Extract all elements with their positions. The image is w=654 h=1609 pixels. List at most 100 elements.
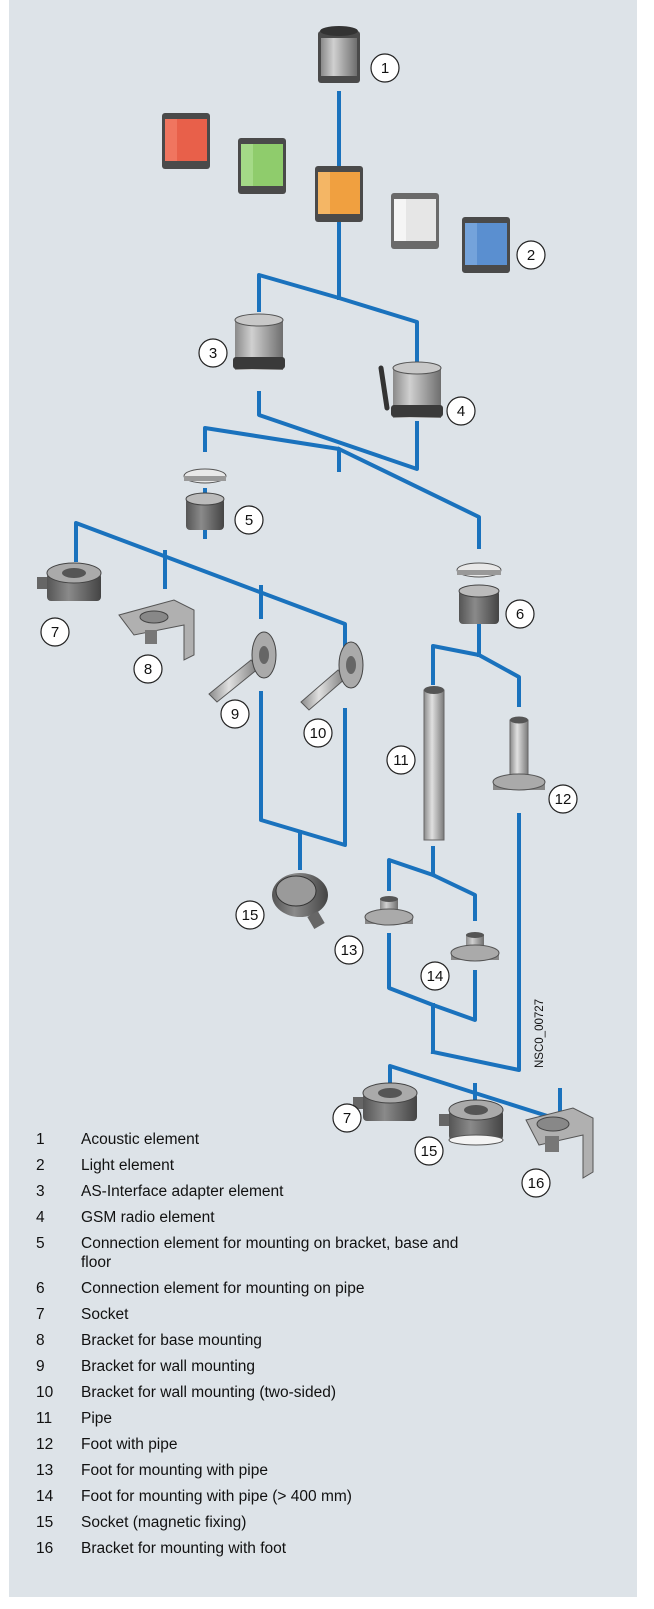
svg-text:10: 10: [310, 725, 327, 742]
legend-number: 5: [36, 1235, 45, 1252]
legend-text: Foot for mounting with pipe (> 400 mm): [81, 1488, 352, 1505]
badge-6: 6: [505, 599, 535, 629]
legend-item: 1 Acoustic element: [36, 1130, 466, 1149]
badge-10: 10: [303, 718, 333, 748]
legend-number: 15: [36, 1514, 54, 1531]
legend-number: 1: [36, 1131, 45, 1148]
socket-upper: [37, 562, 102, 601]
svg-text:2: 2: [527, 247, 535, 264]
legend-text: Bracket for base mounting: [81, 1332, 262, 1349]
bracket-base: [118, 599, 195, 661]
connector-lines: [74, 91, 562, 1122]
bracket-mounting-foot: [525, 1107, 594, 1179]
svg-text:8: 8: [144, 661, 152, 678]
badge-16: 16: [521, 1168, 551, 1198]
badge-8: 8: [133, 654, 163, 684]
diagram-panel: NSC0_00727 1 2 3 4 5 6 7 8 9 10 11 12 15…: [9, 0, 637, 1597]
connection-element-bracket: [183, 468, 227, 530]
legend-item: 5 Connection element for mounting on brac…: [36, 1234, 466, 1272]
legend-text: Connection element for mounting on pipe: [81, 1280, 365, 1297]
badge-9: 9: [220, 699, 250, 729]
foot-with-pipe: [492, 716, 546, 791]
badge-12: 12: [548, 784, 578, 814]
legend-text: Bracket for mounting with foot: [81, 1540, 287, 1557]
legend-text: Foot for mounting with pipe: [81, 1462, 268, 1479]
legend-text: Pipe: [81, 1410, 113, 1427]
svg-text:15: 15: [242, 907, 259, 924]
legend-number: 7: [36, 1306, 45, 1323]
badge-15-upper: 15: [235, 900, 265, 930]
light-element-blue: [462, 217, 510, 273]
legend-number: 16: [36, 1540, 54, 1557]
bracket-wall: [208, 631, 277, 703]
legend-number: 3: [36, 1183, 45, 1200]
legend-number: 2: [36, 1157, 45, 1174]
svg-text:14: 14: [427, 968, 444, 985]
as-interface-adapter: [233, 313, 285, 370]
foot-mounting-pipe-long: [450, 932, 500, 962]
badge-7-upper: 7: [40, 617, 70, 647]
legend-item: 7 Socket: [36, 1305, 466, 1324]
legend-number: 8: [36, 1332, 45, 1349]
pipe: [423, 686, 445, 841]
badge-4: 4: [446, 396, 476, 426]
legend-number: 9: [36, 1358, 45, 1375]
legend-number: 12: [36, 1436, 54, 1453]
legend-text: Bracket for wall mounting: [81, 1358, 256, 1375]
legend-item: 10 Bracket for wall mounting (two-sided): [36, 1383, 466, 1402]
acoustic-element: [318, 26, 360, 83]
light-element-green: [238, 138, 286, 194]
legend-text: Foot with pipe: [81, 1436, 178, 1453]
svg-text:9: 9: [231, 706, 239, 723]
gsm-radio-element: [378, 361, 443, 418]
badge-13: 13: [334, 935, 364, 965]
badge-3: 3: [198, 338, 228, 368]
svg-text:4: 4: [457, 403, 465, 420]
legend-number: 6: [36, 1280, 45, 1297]
svg-text:7: 7: [343, 1110, 351, 1127]
legend-text: Bracket for wall mounting (two-sided): [81, 1384, 336, 1401]
legend-text: Socket: [81, 1306, 129, 1323]
svg-text:15: 15: [421, 1143, 438, 1160]
svg-text:7: 7: [51, 624, 59, 641]
legend-text: AS-Interface adapter element: [81, 1183, 284, 1200]
legend-item: 11 Pipe: [36, 1409, 466, 1428]
legend-item: 9 Bracket for wall mounting: [36, 1357, 466, 1376]
svg-text:16: 16: [528, 1175, 545, 1192]
parts-legend: 1 Acoustic element 2 Light element 3 AS-Int…: [36, 1130, 466, 1565]
legend-item: 13 Foot for mounting with pipe: [36, 1461, 466, 1480]
legend-item: 8 Bracket for base mounting: [36, 1331, 466, 1350]
badge-14: 14: [420, 961, 450, 991]
legend-text: Connection element for mounting on brack…: [81, 1235, 459, 1271]
foot-mounting-pipe: [364, 896, 414, 926]
svg-text:6: 6: [516, 606, 524, 623]
legend-number: 10: [36, 1384, 54, 1401]
legend-text: Acoustic element: [81, 1131, 200, 1148]
badge-5: 5: [234, 505, 264, 535]
legend-number: 11: [36, 1410, 53, 1427]
bracket-wall-two-sided: [300, 641, 364, 711]
legend-number: 4: [36, 1209, 45, 1226]
socket-magnetic-lower: [439, 1099, 504, 1146]
assembly-diagram: NSC0_00727 1 2 3 4 5 6 7 8 9 10 11 12 15…: [37, 26, 594, 1198]
light-element-red: [162, 113, 210, 169]
badge-7-lower: 7: [332, 1103, 362, 1133]
legend-number: 14: [36, 1488, 54, 1505]
svg-text:3: 3: [209, 345, 217, 362]
badge-2: 2: [516, 240, 546, 270]
legend-item: 2 Light element: [36, 1156, 466, 1175]
svg-text:11: 11: [393, 752, 409, 769]
legend-item: 14 Foot for mounting with pipe (> 400 mm): [36, 1487, 466, 1506]
svg-text:12: 12: [555, 791, 572, 808]
svg-text:1: 1: [381, 60, 389, 77]
svg-text:5: 5: [245, 512, 253, 529]
legend-item: 6 Connection element for mounting on pipe: [36, 1279, 466, 1298]
connection-element-pipe: [456, 562, 502, 624]
badge-15-lower: 15: [414, 1136, 444, 1166]
legend-text: Light element: [81, 1157, 175, 1174]
badge-1: 1: [370, 53, 400, 83]
socket-lower: [353, 1082, 418, 1121]
legend-number: 13: [36, 1462, 54, 1479]
